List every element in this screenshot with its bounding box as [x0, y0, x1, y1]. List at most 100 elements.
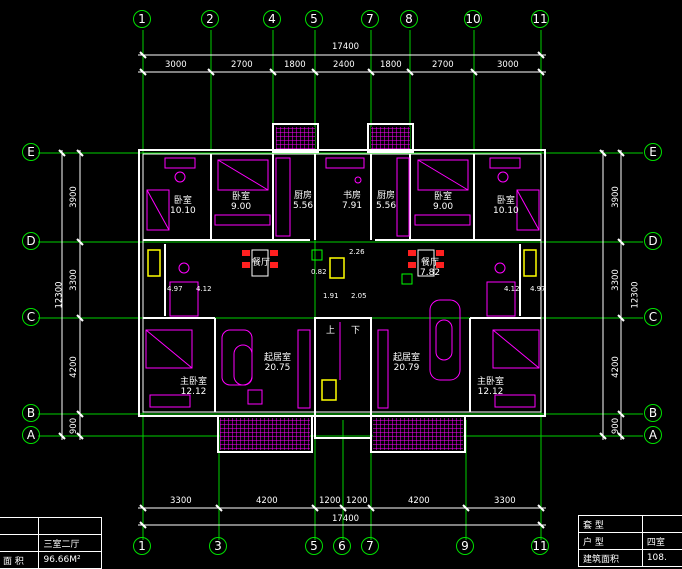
- top-dim: 1800: [380, 60, 402, 70]
- table-cell: 建筑面积: [578, 549, 643, 567]
- table-cell: [38, 517, 102, 535]
- table-cell: 108.: [641, 549, 682, 567]
- axis-grid-lines: [38, 30, 643, 540]
- axis-bubble-right: A: [644, 426, 662, 444]
- axis-bubble-left: D: [22, 232, 40, 250]
- left-dim: 3900: [68, 186, 79, 208]
- axis-bubble-bottom: 1: [133, 537, 151, 555]
- table-cell: 户 型: [578, 532, 643, 550]
- axis-bubble-right: E: [644, 143, 662, 161]
- furniture: [145, 157, 540, 409]
- small-area-label: 4.97: [530, 285, 546, 293]
- axis-bubble-bottom: 5: [305, 537, 323, 555]
- axis-bubble-top: 1: [133, 10, 151, 28]
- axis-bubble-left: A: [22, 426, 40, 444]
- right-dim: 3900: [610, 186, 621, 208]
- table-cell: [641, 515, 682, 533]
- left-dim: 4200: [68, 356, 79, 378]
- stair-up-label: 上: [326, 326, 336, 336]
- axis-bubble-top: 5: [305, 10, 323, 28]
- table-cell: [0, 517, 40, 535]
- left-dim: 900: [69, 417, 80, 435]
- small-area-label: 4.12: [504, 285, 520, 293]
- axis-bubble-left: C: [22, 308, 40, 326]
- axis-bubble-left: B: [22, 404, 40, 422]
- table-row: [0, 517, 102, 535]
- room-label: 餐厅: [252, 258, 271, 268]
- left-dim: 3300: [68, 269, 79, 291]
- top-dim: 1800: [284, 60, 306, 70]
- table-row: 套 型: [578, 515, 682, 533]
- bottom-dim: 3300: [494, 496, 516, 506]
- right-dim: 4200: [610, 356, 621, 378]
- axis-bubble-right: B: [644, 404, 662, 422]
- table-row: 户 型四室: [578, 532, 682, 550]
- stair-down-label: 下: [351, 326, 361, 336]
- axis-bubble-right: C: [644, 308, 662, 326]
- bottom-dim: 4200: [256, 496, 278, 506]
- bottom-total-dim: 17400: [332, 514, 360, 524]
- table-cell: 套 型: [578, 515, 643, 533]
- exterior-walls: [138, 123, 546, 453]
- dimension-lines: [61, 54, 622, 526]
- table-cell: 面 积: [0, 551, 40, 569]
- top-dim: 3000: [165, 60, 187, 70]
- dining-tables: [147, 249, 537, 401]
- top-dim: 2700: [432, 60, 454, 70]
- left-total-dim: 12300: [54, 281, 65, 309]
- right-total-dim: 12300: [630, 281, 641, 309]
- top-dim: 2700: [231, 60, 253, 70]
- small-area-label: 4.12: [196, 285, 212, 293]
- axis-bubble-right: D: [644, 232, 662, 250]
- axis-bubble-top: 7: [361, 10, 379, 28]
- axis-bubble-top: 8: [400, 10, 418, 28]
- axis-bubble-left: E: [22, 143, 40, 161]
- axis-bubble-top: 2: [201, 10, 219, 28]
- table-cell: 三室二厅: [38, 534, 102, 552]
- bottom-dim: 1200: [319, 496, 341, 506]
- balcony-hatch: [220, 127, 463, 450]
- axis-bubble-bottom: 3: [209, 537, 227, 555]
- dimension-ticks: [58, 51, 625, 529]
- top-total-dim: 17400: [332, 42, 360, 52]
- right-dim: 900: [611, 417, 622, 435]
- bottom-dim: 4200: [408, 496, 430, 506]
- small-area-label: 2.26: [349, 248, 365, 256]
- axis-bubble-bottom: 11: [531, 537, 549, 555]
- top-dim: 2400: [333, 60, 355, 70]
- small-area-label: 0.82: [311, 268, 327, 276]
- table-cell: 四室: [641, 532, 682, 550]
- bottom-dim: 3300: [170, 496, 192, 506]
- right-dim: 3300: [610, 269, 621, 291]
- bottom-dim: 1200: [346, 496, 368, 506]
- axis-bubble-top: 4: [263, 10, 281, 28]
- axis-bubble-bottom: 7: [361, 537, 379, 555]
- small-area-label: 4.97: [167, 285, 183, 293]
- interior-walls: [143, 154, 541, 412]
- axis-bubble-top: 11: [531, 10, 549, 28]
- axis-bubble-top: 10: [464, 10, 482, 28]
- top-dim: 3000: [497, 60, 519, 70]
- small-area-label: 2.05: [351, 292, 367, 300]
- small-area-label: 1.91: [323, 292, 339, 300]
- table-cell: [0, 534, 40, 552]
- axis-bubble-bottom: 6: [333, 537, 351, 555]
- table-row: 三室二厅: [0, 534, 102, 552]
